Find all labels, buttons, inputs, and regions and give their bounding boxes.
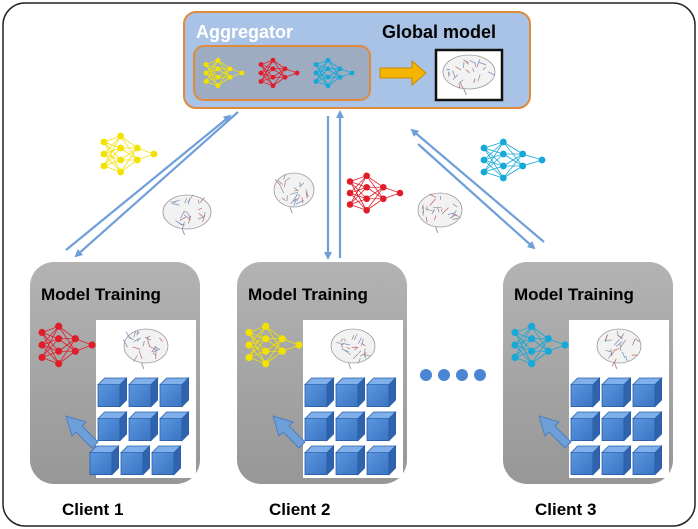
local-model-brain-icon	[123, 328, 169, 370]
model-training-label: Model Training	[248, 285, 368, 304]
training-arrow-icon	[65, 415, 99, 449]
communication-arrows	[65, 110, 545, 260]
more-clients-ellipsis-icon	[420, 369, 486, 381]
data-cube	[120, 445, 151, 476]
model-training-label: Model Training	[514, 285, 634, 304]
client-name: Client 2	[269, 500, 330, 519]
local-model-brain-icon	[596, 328, 642, 370]
aggregator-title: Aggregator	[196, 22, 293, 42]
data-cube	[159, 377, 190, 408]
data-cube	[304, 377, 335, 408]
model-training-label: Model Training	[41, 285, 161, 304]
download-arrow-client-3	[417, 143, 536, 250]
data-cube	[366, 411, 397, 442]
global-model-label: Global model	[382, 22, 496, 42]
yellow-network-icon	[203, 57, 245, 89]
data-cube	[601, 411, 632, 442]
client-panel-1: Model Training	[30, 262, 200, 484]
data-cube	[128, 411, 159, 442]
data-cube	[366, 445, 397, 476]
data-cube	[128, 377, 159, 408]
cyan-network-icon	[511, 322, 569, 368]
training-arrow-icon	[538, 415, 572, 449]
data-cube	[335, 411, 366, 442]
data-cube	[601, 445, 632, 476]
data-cube	[304, 445, 335, 476]
data-cube	[159, 411, 190, 442]
yellow-right-arrow-icon	[379, 59, 427, 87]
data-cube	[97, 411, 128, 442]
model-brain-icon	[273, 172, 315, 214]
data-cube	[570, 377, 601, 408]
cyan-network-icon	[480, 138, 546, 182]
data-cube	[570, 411, 601, 442]
data-cube	[97, 377, 128, 408]
data-cube	[570, 445, 601, 476]
data-cube	[335, 445, 366, 476]
training-arrow-icon	[272, 415, 306, 449]
red-network-icon	[258, 57, 300, 89]
data-cube	[632, 411, 663, 442]
client-panel-2: Model Training	[237, 262, 407, 484]
yellow-network-icon	[245, 322, 303, 368]
data-cube	[89, 445, 120, 476]
data-cube	[335, 377, 366, 408]
aggregator-box: Aggregator Global model	[183, 11, 531, 109]
upload-arrow-client-1	[65, 114, 232, 251]
global-model-brain-icon	[442, 54, 496, 96]
client-panel-3: Model Training	[503, 262, 673, 484]
data-cube	[601, 377, 632, 408]
client-name: Client 1	[62, 500, 123, 519]
data-cube	[366, 377, 397, 408]
red-network-icon	[346, 172, 404, 214]
upload-arrow-client-3	[410, 128, 545, 243]
data-cube	[632, 377, 663, 408]
model-brain-icon	[162, 194, 212, 236]
client-name: Client 3	[535, 500, 596, 519]
red-network-icon	[38, 322, 96, 368]
model-brain-icon	[417, 192, 463, 234]
cyan-network-icon	[313, 57, 355, 89]
data-cube	[151, 445, 182, 476]
download-arrow-client-1	[74, 111, 239, 258]
local-model-brain-icon	[330, 328, 376, 370]
data-cube	[632, 445, 663, 476]
yellow-network-icon	[100, 132, 158, 176]
data-cube	[304, 411, 335, 442]
